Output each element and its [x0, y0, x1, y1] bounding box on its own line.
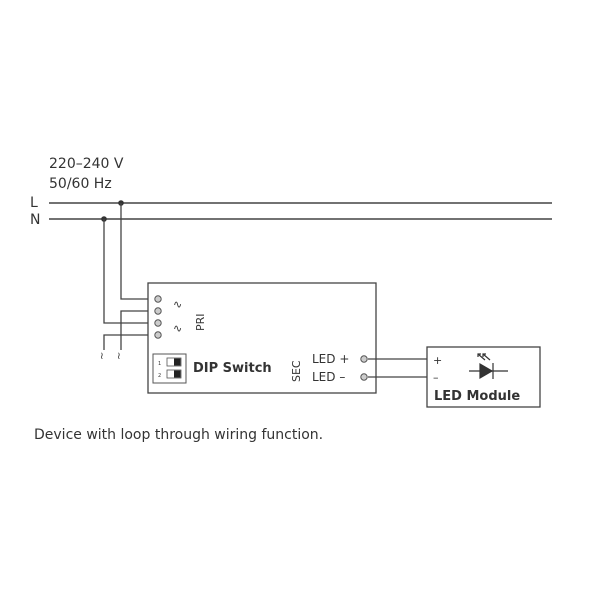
supply-frequency-label: 50/60 Hz	[49, 176, 112, 192]
dip-marker-2: 2	[158, 373, 161, 379]
terminal-pri-2	[154, 307, 162, 315]
ac-symbol-1-icon: ∿	[173, 298, 182, 311]
primary-wires	[103, 203, 158, 350]
diagram-caption: Device with loop through wiring function…	[34, 427, 324, 443]
terminal-pri-4	[154, 331, 162, 339]
led-module-plus-label: +	[433, 354, 442, 367]
ac-symbol-2-icon: ∿	[173, 322, 182, 335]
led-plus-label: LED +	[312, 352, 349, 366]
led-diode-icon	[469, 353, 508, 380]
secondary-label: SEC	[290, 360, 303, 382]
primary-label: PRI	[194, 313, 207, 331]
led-module-label: LED Module	[434, 389, 520, 404]
terminal-pri-1	[154, 295, 162, 303]
dip-switch-label: DIP Switch	[193, 361, 272, 376]
loop-wire-end-line-icon: ≀	[117, 351, 121, 362]
line-label: L	[30, 195, 38, 211]
led-module-minus-label: –	[433, 371, 439, 384]
supply-voltage-label: 220–240 V	[49, 156, 124, 172]
dip-marker-1: 1	[158, 361, 161, 367]
primary-terminals	[154, 295, 162, 339]
led-minus-label: LED –	[312, 370, 345, 384]
neutral-label: N	[30, 212, 40, 228]
loop-wire-end-neutral-icon: ≀	[100, 351, 104, 362]
terminal-pri-3	[154, 319, 162, 327]
terminal-led-minus	[360, 373, 368, 381]
terminal-led-plus	[360, 355, 368, 363]
dip-switch-icon	[152, 353, 187, 384]
